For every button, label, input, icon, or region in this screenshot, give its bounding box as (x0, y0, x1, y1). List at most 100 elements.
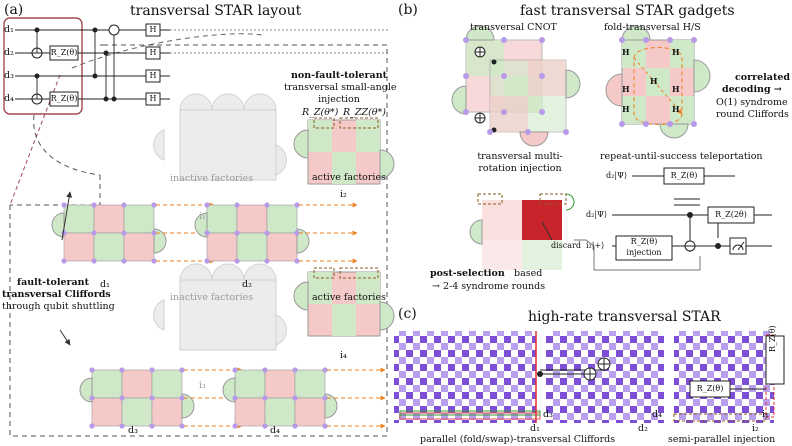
patch-cell (93, 204, 125, 234)
data-patches (51, 202, 386, 429)
patch-cell (121, 397, 153, 427)
inactive-label-2: inactive factories (170, 292, 254, 303)
fold-patch (605, 25, 711, 139)
patch-cell (206, 232, 238, 262)
h-label-2: H (672, 47, 680, 57)
qubit-node (322, 367, 328, 373)
h-gate-label-4: H (149, 94, 157, 103)
label-i2: i₂ (752, 423, 759, 434)
panel-a (3, 17, 395, 437)
qubit-node (149, 423, 155, 429)
shuttle-arrow (59, 329, 71, 346)
h-label-5: H (672, 84, 680, 94)
fold-label: fold-transversal H/S (604, 22, 701, 33)
cnot-label: transversal CNOT (470, 22, 557, 33)
boundary-right (324, 393, 338, 419)
qubit-node (151, 258, 157, 264)
patch-cell (123, 232, 155, 262)
h-gate-box (145, 23, 161, 106)
label-d4: d₄ (652, 409, 662, 420)
multi-line2: rotation injection (478, 163, 562, 174)
rus-circuit (574, 167, 772, 271)
qubit-node (61, 258, 67, 264)
qubit-node (89, 423, 95, 429)
qubit-node (234, 230, 240, 236)
patch-cell (151, 397, 183, 427)
nft-sub2: injection (318, 94, 360, 105)
post-line3: → 2-4 syndrome rounds (432, 281, 546, 292)
qubit-node (89, 367, 95, 373)
qubit-node (91, 230, 97, 236)
qubit-node (119, 423, 125, 429)
label-d2: d₂ (638, 423, 648, 434)
h-label-3: H (622, 84, 630, 94)
patch-cell (63, 232, 95, 262)
panel-c (394, 331, 785, 423)
panel-a-title: transversal STAR layout (130, 3, 302, 19)
boundary-left (79, 377, 93, 403)
qubit-node (292, 367, 298, 373)
boundary-left (222, 377, 236, 403)
data-label-d2: d₂ (242, 279, 252, 290)
qubit-node (294, 258, 300, 264)
label-d3: d₃ (543, 409, 553, 420)
patch-cell (123, 204, 155, 234)
caption-left: parallel (fold/swap)-transversal Cliffor… (420, 434, 616, 445)
data-patch (222, 367, 386, 429)
cnot-1 (31, 27, 43, 59)
qubit-node (91, 202, 97, 208)
qubit-node (232, 395, 238, 401)
rz-star-label: R_Z(θ*) (302, 107, 339, 118)
qubit-node (179, 395, 185, 401)
layout-box-top (10, 175, 101, 206)
qubit-node (91, 258, 97, 264)
factory-label-i3: i₃ (199, 380, 206, 391)
ft-title-2: transversal Cliffords (2, 289, 111, 300)
rz-gate-box (49, 45, 79, 107)
qubit-node (292, 423, 298, 429)
rz-box-label: R_Z(θ) (696, 384, 724, 393)
patch-cell (264, 369, 296, 399)
boundary-left (194, 212, 208, 238)
label-d1: d₁ (530, 423, 540, 434)
qubit-node (322, 423, 328, 429)
patch-cell (234, 369, 266, 399)
data-label-d3: d₃ (128, 425, 138, 436)
ket-d2: d₂|Ψ⟩ (606, 171, 628, 180)
h-gate-label-1: H (149, 25, 157, 34)
qubit-node (149, 395, 155, 401)
qubit-node (264, 230, 270, 236)
patch-cell (91, 397, 123, 427)
qubit-label-d1: d₁ (4, 24, 14, 35)
ft-title-1: fault-tolerant (17, 277, 89, 288)
checker-board (394, 331, 774, 423)
active-factory-1 (293, 117, 395, 185)
rus-rz2-label: R_Z(2θ) (715, 210, 747, 219)
rus-label: repeat-until-success teleportation (600, 151, 763, 162)
h-gate-label-2: H (149, 48, 157, 57)
patch-cell (63, 204, 95, 234)
patch-cell (93, 232, 125, 262)
h-label-4: H (650, 76, 658, 86)
inj-label: injection (626, 248, 662, 257)
factory-label-i4: i₄ (340, 350, 347, 361)
qubit-label-d2: d₂ (4, 47, 14, 58)
patch-cell (234, 397, 266, 427)
qubit-node (119, 367, 125, 373)
patch-cell (236, 204, 268, 234)
panel-c-letter: (c) (398, 306, 417, 322)
boundary-right (153, 228, 167, 254)
panel-c-title: high-rate transversal STAR (528, 309, 721, 325)
corr-line1: correlated (735, 72, 791, 83)
rz-vertical-label: R_Z(θ) (768, 325, 777, 352)
qubit-node (262, 367, 268, 373)
injection-patch (469, 193, 575, 270)
qubit-node (322, 395, 328, 401)
qubit-node (61, 202, 67, 208)
data-patch (51, 202, 215, 264)
qubit-node (149, 367, 155, 373)
qubit-node (294, 202, 300, 208)
corr-line2: decoding → (722, 84, 782, 95)
qubit-node (232, 367, 238, 373)
